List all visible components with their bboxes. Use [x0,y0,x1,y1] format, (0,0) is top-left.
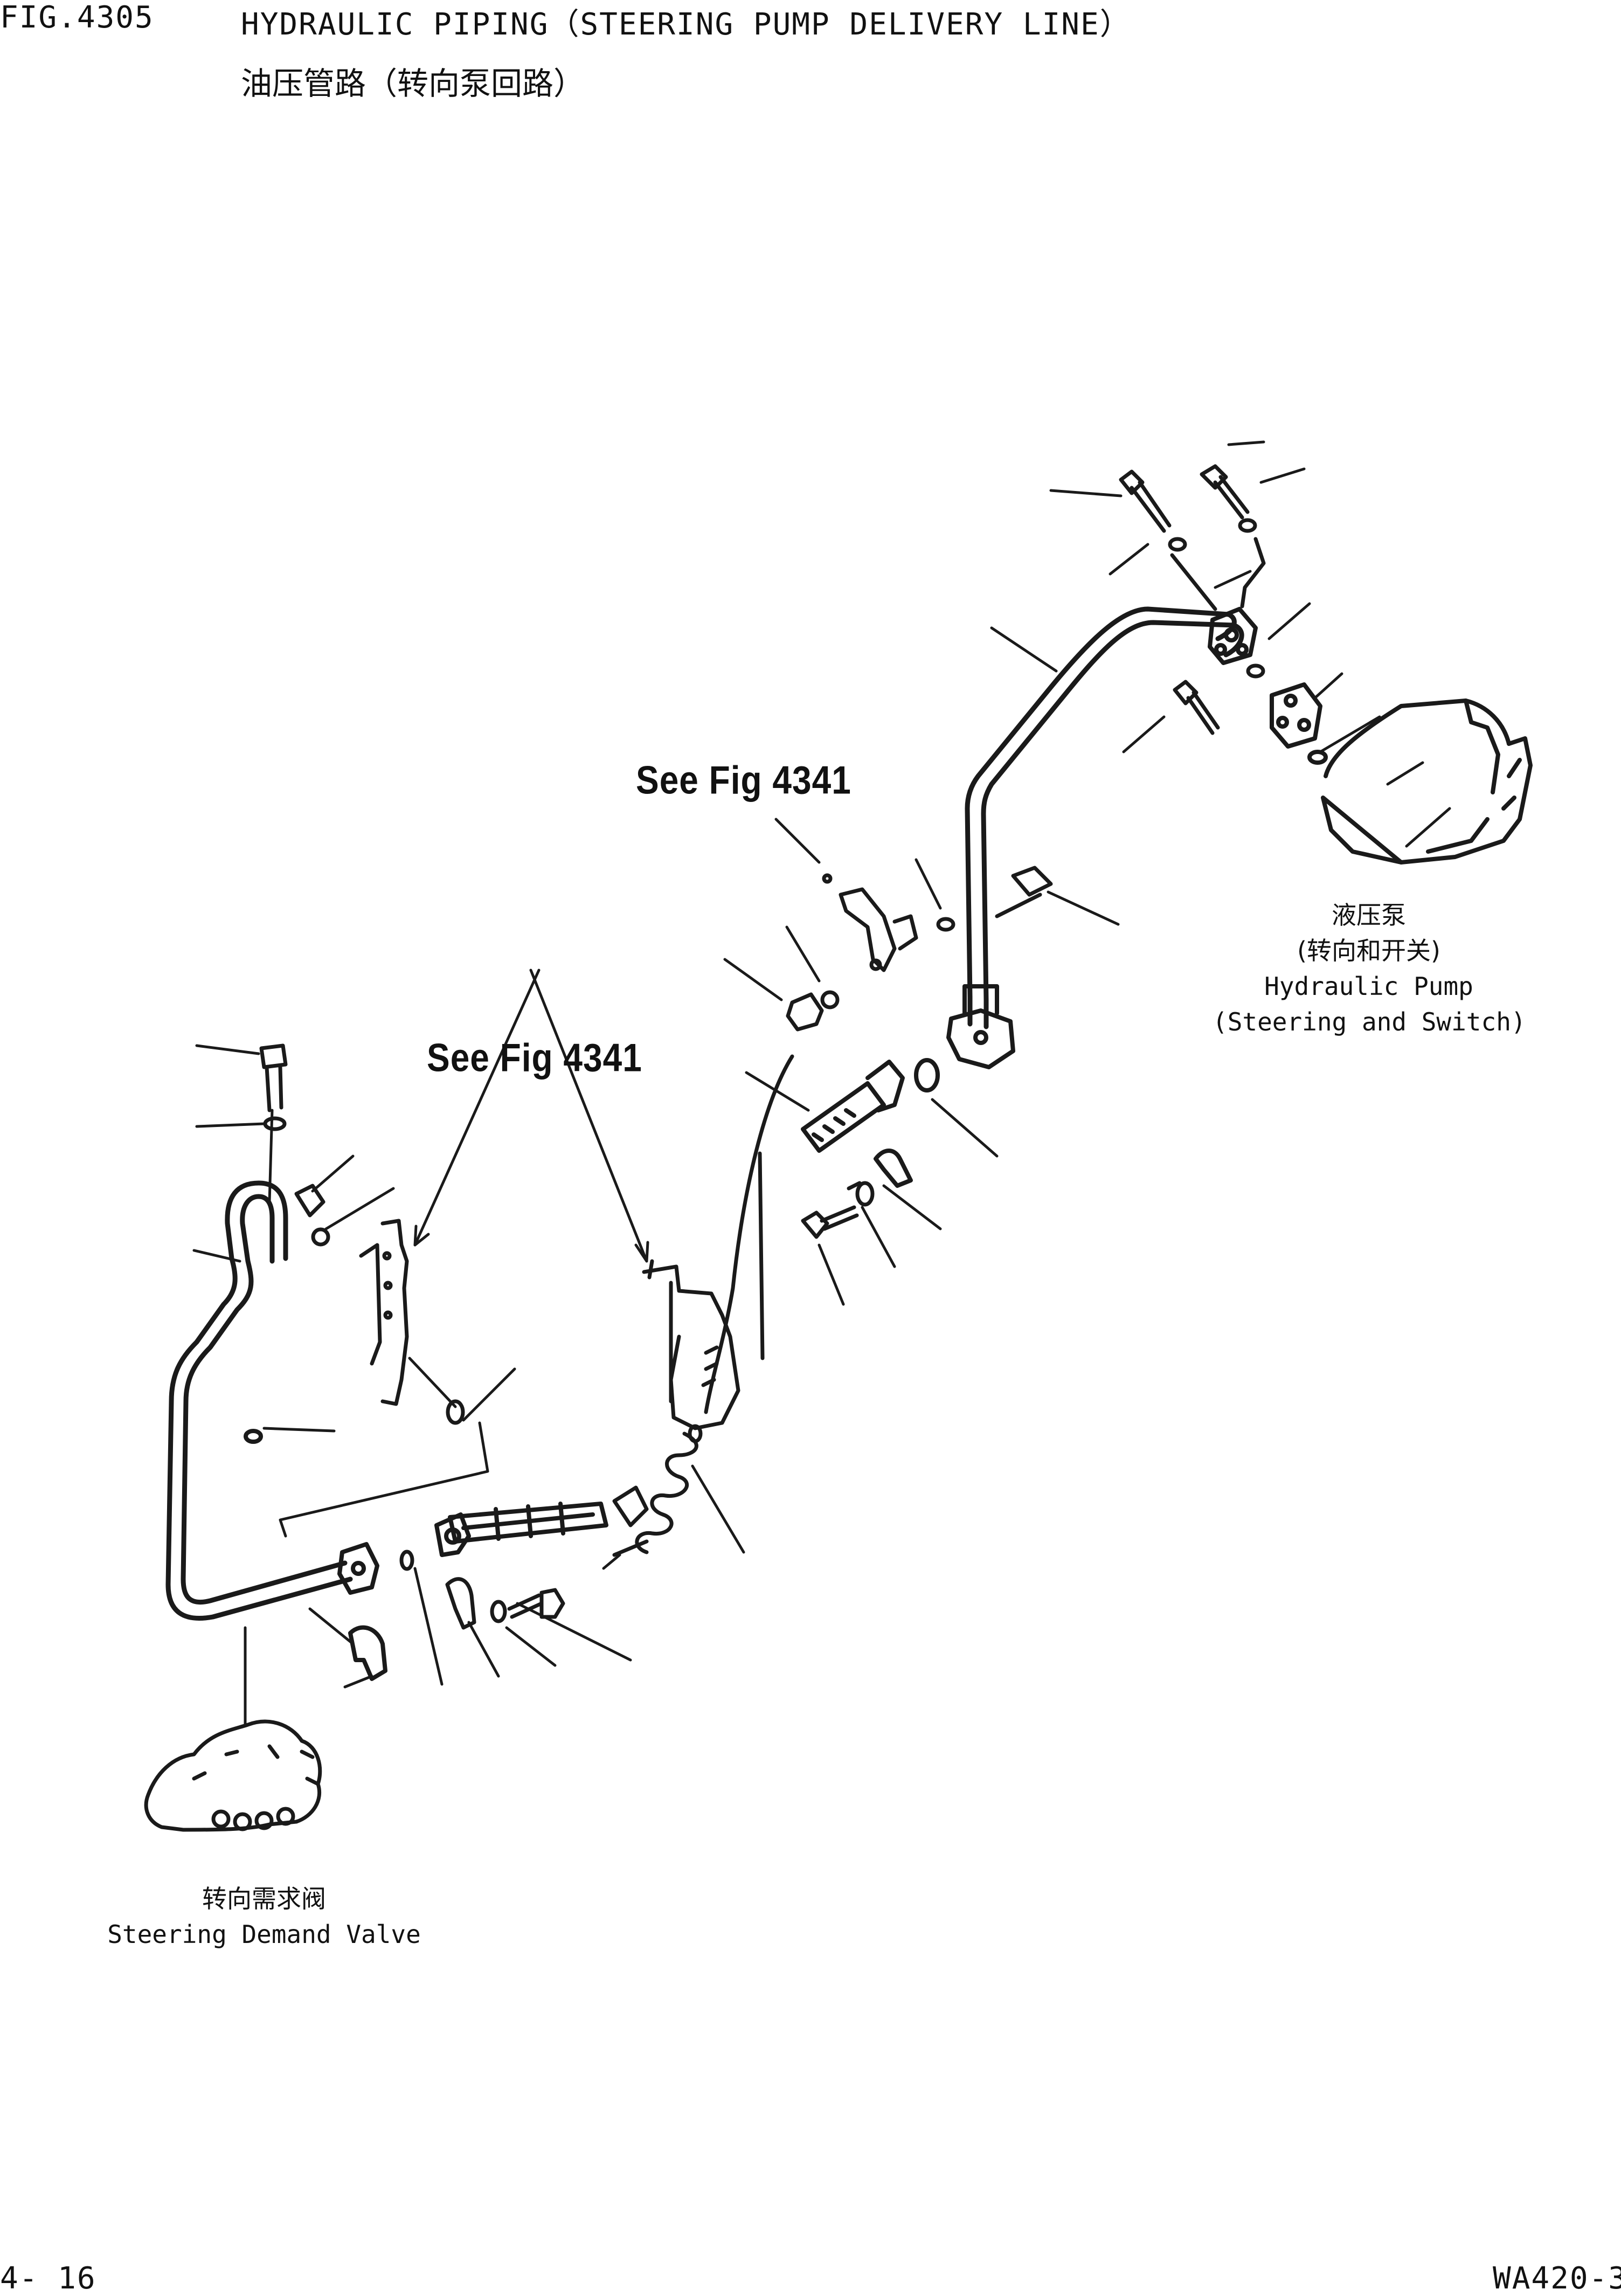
pump-label-en-2: (Steering and Switch) [1213,1007,1526,1036]
pump-bolts [1119,464,1266,735]
hydraulic-pump-label: 液压泵 (转向和开关) Hydraulic Pump (Steering and… [1213,897,1526,1040]
pump-adapter-plate [1270,682,1328,765]
see-fig-reference-upper: See Fig 4341 [636,757,851,803]
figure-number: FIG.4305 [0,0,154,35]
figure-title-en: HYDRAULIC PIPING（STEERING PUMP DELIVERY … [241,7,1131,42]
pump-label-cn-1: 液压泵 [1332,901,1406,930]
leader-lines [192,440,1451,1689]
valve-label-cn: 转向需求阀 [202,1884,326,1913]
upper-clamp-assembly [786,866,1053,1032]
middle-hose [801,1058,940,1188]
pump-label-en-1: Hydraulic Pump [1264,972,1473,1001]
valve-connection-line [244,1109,274,1726]
lower-pipe-flange [946,984,1015,1069]
valve-label-en: Steering Demand Valve [107,1920,421,1949]
pump-label-cn-2: (转向和开关) [1297,936,1440,965]
middle-bolts [801,1181,875,1239]
left-vertical-bolt [259,1043,330,1247]
main-delivery-pipe [965,606,1244,1029]
left-clamp-bracket [359,1219,465,1425]
figure-title-cn: 油压管路（转向泵回路） [241,65,585,102]
valve-flange [244,1429,387,1681]
valve-supply-pipe [165,1180,353,1621]
middle-clamp-bracket [642,1259,740,1443]
see-fig-arrows [413,969,649,1263]
spring-guard-hose [612,1431,698,1557]
hydraulic-pump [1321,699,1533,865]
lower-hose [434,1502,608,1557]
model-number: WA420-3 [1493,2261,1621,2296]
lower-delivery-pipe [704,1054,794,1414]
steering-demand-valve [144,1719,322,1832]
see-fig-reference-middle: See Fig 4341 [427,1035,642,1080]
page-number: 4- 16 [0,2261,96,2296]
steering-demand-valve-label: 转向需求阀 Steering Demand Valve [102,1881,426,1952]
pump-flange [1208,607,1258,665]
